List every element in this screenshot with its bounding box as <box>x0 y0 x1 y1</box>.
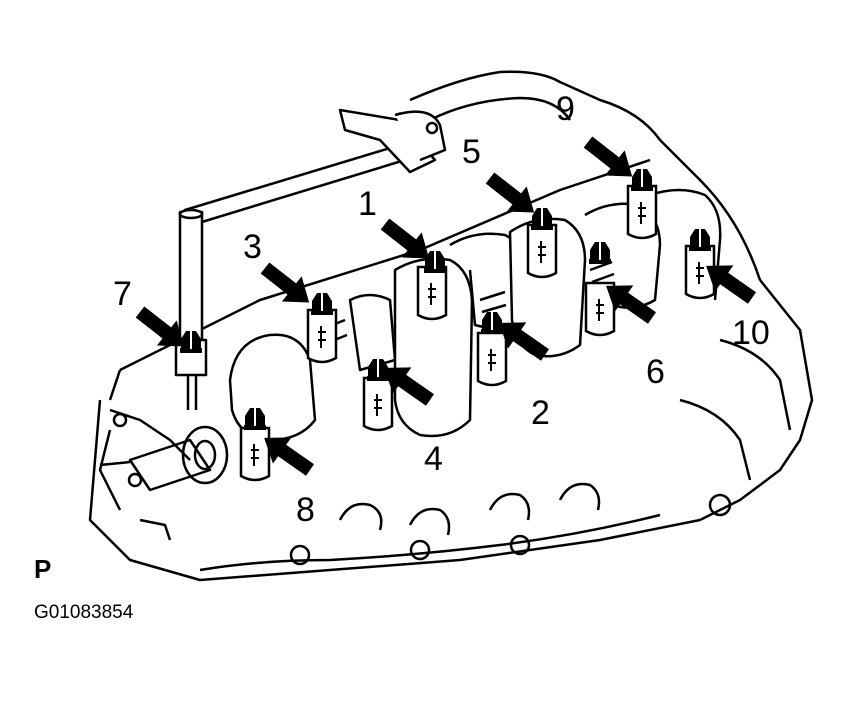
callout-2: 2 <box>531 394 550 432</box>
callout-4: 4 <box>424 440 443 478</box>
callout-9: 9 <box>556 90 575 128</box>
torque-wrench <box>174 108 447 410</box>
callout-10: 10 <box>732 314 770 352</box>
figure-id: G01083854 <box>34 602 134 623</box>
bearing-caps <box>239 184 716 482</box>
callout-3: 3 <box>243 228 262 266</box>
callout-labels: 1 2 3 4 5 6 7 8 9 10 <box>113 90 770 529</box>
callout-5: 5 <box>462 133 481 171</box>
callout-6: 6 <box>646 353 665 391</box>
callout-7: 7 <box>113 275 132 313</box>
callout-8: 8 <box>296 491 315 529</box>
view-code: P <box>34 554 51 584</box>
bolt-3 <box>310 292 334 316</box>
bolt-9 <box>630 168 654 192</box>
callout-1: 1 <box>358 185 377 223</box>
bolt-5 <box>530 207 554 231</box>
